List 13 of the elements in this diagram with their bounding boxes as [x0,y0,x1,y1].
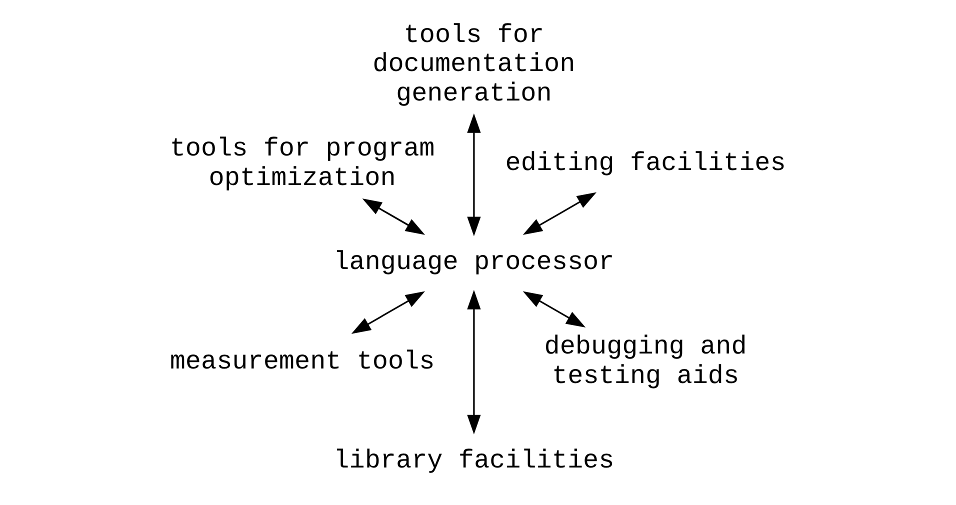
node-text: tools for program optimization [170,134,435,193]
arrow [522,291,586,328]
arrow [362,198,426,235]
node-text: library facilities [334,445,614,476]
arrow [467,113,481,236]
arrow [351,291,426,334]
node-text: debugging and testing aids [544,332,747,391]
node-text: measurement tools [170,346,435,376]
arrow [522,192,597,235]
node-text: editing facilities [505,148,786,178]
arrow [467,290,481,434]
node-text: tools for documentation generation [372,20,576,108]
node-text: language processor [334,247,614,278]
